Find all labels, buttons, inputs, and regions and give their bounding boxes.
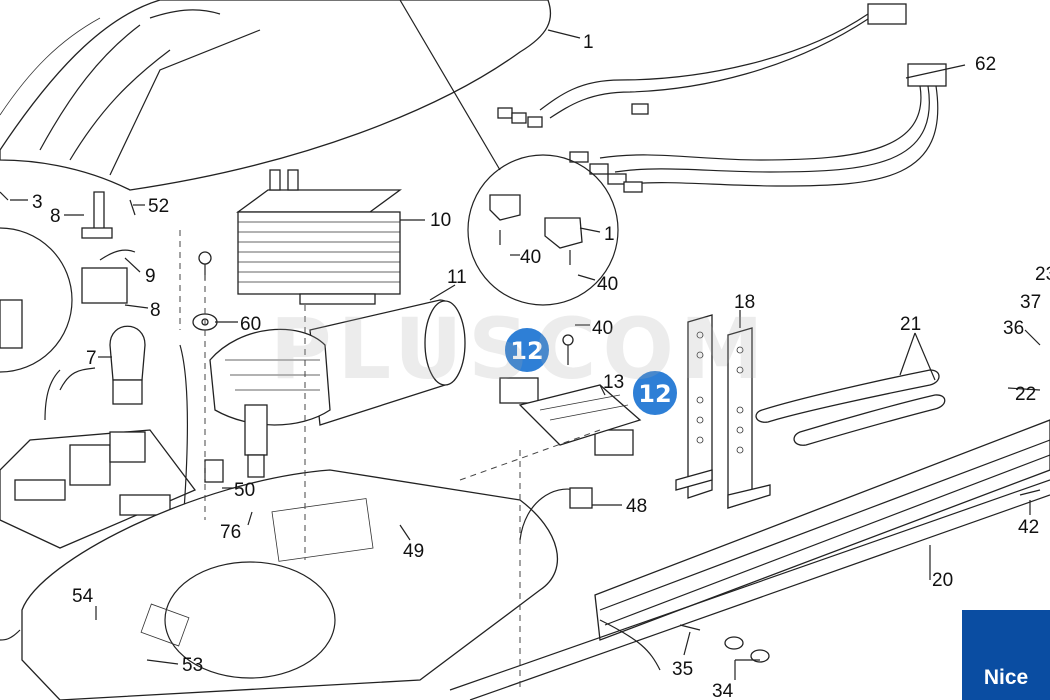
callout-34: 34 (712, 681, 734, 700)
callout-40-switch: 40 (592, 318, 613, 339)
callout-1-cover: 1 (583, 32, 594, 53)
callout-3: 3 (32, 192, 43, 213)
callout-49: 49 (403, 541, 424, 562)
callout-62: 62 (975, 54, 996, 75)
highlight-badge-switch-left: 12 (503, 326, 551, 374)
badge-label-right: 12 (638, 380, 671, 408)
brand-logo: Nice (962, 610, 1050, 700)
callout-21: 21 (900, 314, 921, 335)
base-plate (0, 469, 559, 700)
transformer (236, 169, 402, 305)
highlight-badge-switch-right: 12 (631, 369, 679, 417)
assembly-lines (44, 230, 601, 690)
chain-guides (755, 369, 946, 446)
callout-labels: 1 62 3 8 52 9 8 7 10 11 40 1 40 40 13 18… (32, 32, 1050, 700)
lamp-and-holders (0, 191, 146, 405)
wall-brackets (675, 314, 771, 509)
wiring-harness (497, 3, 947, 193)
callout-48: 48 (626, 496, 647, 517)
callout-23: 23 (1035, 264, 1050, 285)
callout-76: 76 (220, 522, 241, 543)
nuts-and-spring (679, 489, 1041, 663)
callout-18: 18 (734, 292, 755, 313)
callout-37: 37 (1020, 292, 1041, 313)
clip-detail-circle (399, 0, 619, 306)
callout-10: 10 (430, 210, 451, 231)
badge-label-left: 12 (510, 337, 543, 365)
control-board (0, 227, 197, 549)
callout-9: 9 (145, 266, 156, 287)
callout-54: 54 (72, 586, 94, 607)
callout-8-lower: 8 (150, 300, 161, 321)
callout-1-clip: 1 (604, 224, 615, 245)
callout-7: 7 (86, 348, 97, 369)
callout-52: 52 (148, 196, 169, 217)
callout-13: 13 (603, 372, 624, 393)
callout-11: 11 (447, 267, 467, 288)
callout-8-upper: 8 (50, 206, 61, 227)
leader-lines (10, 29, 1041, 680)
callout-40-clip-right: 40 (597, 274, 618, 295)
callout-60: 60 (240, 314, 261, 335)
limit-switch-assembly (499, 377, 642, 456)
callout-35: 35 (672, 659, 693, 680)
callout-36: 36 (1003, 318, 1024, 339)
callout-42: 42 (1018, 517, 1039, 538)
callout-40-clip-left: 40 (520, 247, 541, 268)
cover-housing (0, 0, 552, 191)
callout-22: 22 (1015, 384, 1036, 405)
callout-50: 50 (234, 480, 255, 501)
callout-53: 53 (182, 655, 203, 676)
callout-20: 20 (932, 570, 953, 591)
motor (209, 299, 466, 478)
rail-track (449, 419, 1050, 700)
